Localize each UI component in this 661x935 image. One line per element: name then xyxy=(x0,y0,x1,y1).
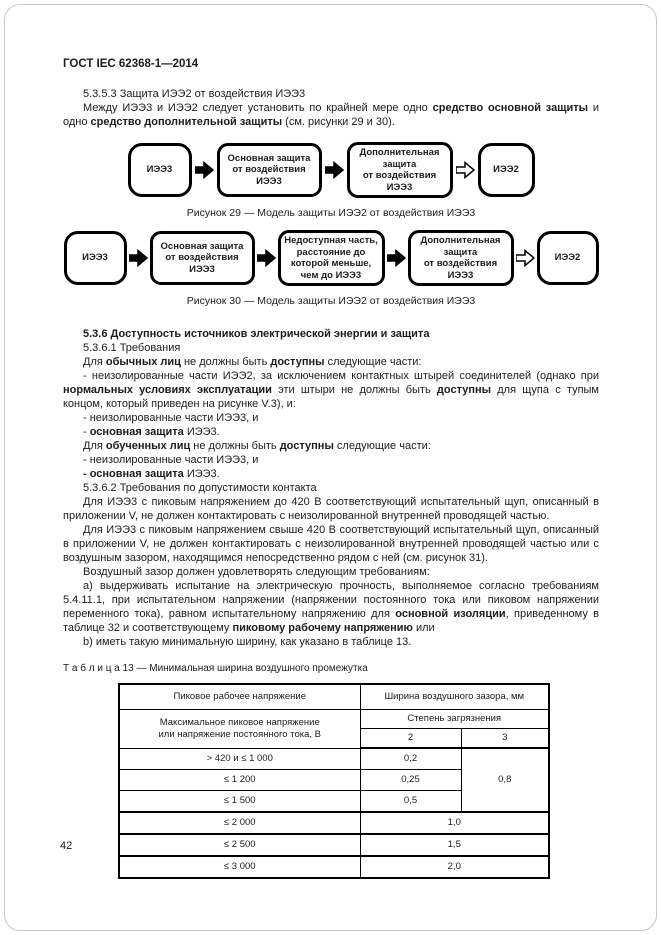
figure-29-caption: Рисунок 29 — Модель защиты ИЭЭ2 от возде… xyxy=(186,207,476,219)
paragraph: Для ИЭЭ3 с пиковым напряжением свыше 420… xyxy=(63,524,599,564)
arrow-solid-icon xyxy=(324,161,344,179)
paragraph: Для ИЭЭ3 с пиковым напряжением до 420 В … xyxy=(63,496,599,522)
figure-29: ИЭЭ3 Основная защита от воздействия ИЭЭ3 Д… xyxy=(63,142,599,220)
section-5-3-6: 5.3.6 Доступность источников электрическ… xyxy=(63,327,599,649)
flow-box: Недоступная часть, расстояние до которой… xyxy=(277,230,385,286)
table-cell-gap: 0,25 xyxy=(359,769,462,791)
table-header-gap-width: Ширина воздушного зазора, мм xyxy=(359,683,550,710)
flow-box: Дополнительная защита от воздействия ИЭЭ… xyxy=(346,142,453,198)
paragraph: 5.3.6.2 Требования по допустимости конта… xyxy=(83,482,317,494)
table-13: Пиковое рабочее напряжение Ширина воздуш… xyxy=(118,683,551,879)
table-header-degree-2: 2 xyxy=(359,728,462,749)
paragraph: - неизолированные части ИЭЭ3, и xyxy=(83,454,259,466)
arrow-solid-icon xyxy=(128,249,148,267)
flow-box: Основная защита от воздействия ИЭЭ3 xyxy=(216,143,322,197)
figure-30-caption: Рисунок 30 — Модель защиты ИЭЭ2 от возде… xyxy=(186,295,476,307)
arrow-solid-icon xyxy=(386,249,406,267)
paragraph: - основная защита ИЭЭ3. xyxy=(83,468,220,480)
flow-box: ИЭЭ2 xyxy=(536,231,599,285)
table-cell-voltage: ≤ 3 000 xyxy=(118,855,361,879)
arrow-hollow-icon xyxy=(515,249,535,267)
flow-box: ИЭЭ2 xyxy=(477,143,535,197)
table-cell-gap: 2,0 xyxy=(359,855,550,879)
paragraph: a) выдерживать испытание на электрическу… xyxy=(63,580,599,634)
paragraph: b) иметь такую минимальную ширину, как у… xyxy=(83,636,412,648)
arrow-solid-icon xyxy=(256,249,276,267)
figure-30-diagram: ИЭЭ3 Основная защита от воздействия ИЭЭ3 Н… xyxy=(57,230,605,286)
document-title: ГОСТ IEC 62368-1—2014 xyxy=(63,58,199,70)
table-header-max-peak-voltage: Максимальное пиковое напряжение или напр… xyxy=(118,709,361,749)
paragraph: Воздушный зазор должен удовлетворять сле… xyxy=(83,566,430,578)
spacer xyxy=(63,318,599,327)
figure-29-diagram: ИЭЭ3 Основная защита от воздействия ИЭЭ3 Д… xyxy=(63,142,599,198)
table-header-peak-working-voltage: Пиковое рабочее напряжение xyxy=(118,683,361,710)
page-content: ГОСТ IEC 62368-1—2014 5.3.5.3 Защита ИЭЭ… xyxy=(63,58,599,879)
paragraph: - неизолированные части ИЭЭ2, за исключе… xyxy=(63,370,599,410)
paragraph: 5.3.6.1 Требования xyxy=(83,342,181,354)
page-number: 42 xyxy=(60,840,73,852)
paragraph: 5.3.5.3 Защита ИЭЭ2 от воздействия ИЭЭ3 xyxy=(83,88,306,100)
paragraph: Для обычных лиц не должны быть доступны … xyxy=(83,356,422,368)
paragraph: Между ИЭЭ3 и ИЭЭ2 следует установить по … xyxy=(63,102,599,128)
table-cell-voltage: ≤ 1 200 xyxy=(118,769,361,791)
table-cell-voltage: ≤ 2 500 xyxy=(118,833,361,857)
table-cell-gap: 0,2 xyxy=(359,747,462,770)
table-cell-gap: 1,0 xyxy=(359,811,550,835)
table-cell-gap: 1,5 xyxy=(359,833,550,857)
figure-30: ИЭЭ3 Основная защита от воздействия ИЭЭ3 Н… xyxy=(63,230,599,308)
table-cell-voltage: ≤ 2 000 xyxy=(118,811,361,835)
flow-box: Основная защита от воздействия ИЭЭ3 xyxy=(149,231,255,285)
table-cell-gap: 0,5 xyxy=(359,790,462,813)
table-cell-voltage: > 420 и ≤ 1 000 xyxy=(118,747,361,770)
arrow-hollow-icon xyxy=(455,161,475,179)
paragraph: - неизолированные части ИЭЭ3, и xyxy=(83,412,259,424)
paragraph: Для обученных лиц не должны быть доступн… xyxy=(83,440,431,452)
flow-box: Дополнительная защита от воздействия ИЭЭ… xyxy=(407,230,514,286)
flow-box: ИЭЭ3 xyxy=(63,231,127,285)
table-cell-gap: 0,8 xyxy=(460,747,550,813)
table-cell-voltage: ≤ 1 500 xyxy=(118,790,361,813)
paragraph: 5.3.6 Доступность источников электрическ… xyxy=(83,328,430,340)
table-header-degree-3: 3 xyxy=(460,728,550,749)
table-header-pollution-degree: Степень загрязнения xyxy=(359,709,550,729)
table-13-caption: Т а б л и ц а 13 — Минимальная ширина во… xyxy=(63,663,368,674)
paragraph: - основная защита ИЭЭ3. xyxy=(83,426,220,438)
flow-box: ИЭЭ3 xyxy=(127,143,192,197)
arrow-solid-icon xyxy=(194,161,214,179)
